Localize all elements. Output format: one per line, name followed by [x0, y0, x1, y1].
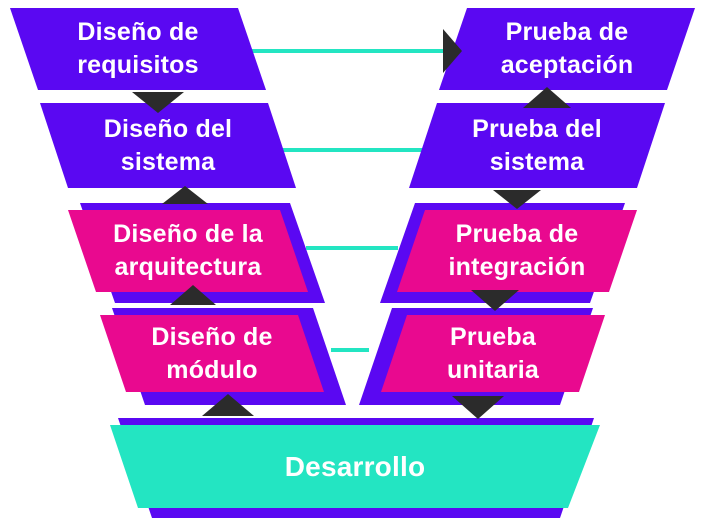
phase-box-prueba-aceptacion: Prueba de aceptación — [439, 8, 695, 90]
phase-label: Diseño del sistema — [103, 114, 233, 176]
phase-box-diseno-sistema: Diseño del sistema — [40, 103, 296, 188]
phase-label: Diseño de requisitos — [77, 18, 199, 79]
phase-box-diseno-arquitectura: Diseño de la arquitectura — [68, 210, 308, 292]
arrow-up-icon — [162, 186, 208, 204]
phase-label: Desarrollo — [284, 451, 426, 482]
arrow-up-icon — [523, 87, 571, 108]
phase-box-prueba-integracion: Prueba de integración — [397, 210, 637, 292]
connector-line-sistema-sistema — [278, 148, 424, 152]
phase-label: Prueba de aceptación — [500, 18, 634, 79]
phase-label: Prueba de integración — [448, 220, 586, 281]
phase-box-diseno-modulo: Diseño de módulo — [100, 315, 324, 392]
phase-box-diseno-requisitos: Diseño de requisitos — [10, 8, 266, 90]
phase-box-prueba-sistema: Prueba del sistema — [409, 103, 665, 188]
arrow-down-icon — [452, 396, 504, 419]
phase-label: Diseño de módulo — [151, 322, 273, 384]
connector-line-arquitectura-integracion — [306, 246, 398, 250]
phase-box-desarrollo: Desarrollo — [110, 425, 600, 508]
phase-label: Prueba unitaria — [447, 322, 539, 384]
connector-line-requisitos-aceptacion — [250, 49, 444, 53]
phase-label: Prueba del sistema — [472, 114, 602, 176]
connector-line-modulo-unitaria — [331, 348, 369, 352]
phase-label: Diseño de la arquitectura — [113, 220, 263, 281]
phase-box-prueba-unitaria: Prueba unitaria — [381, 315, 605, 392]
